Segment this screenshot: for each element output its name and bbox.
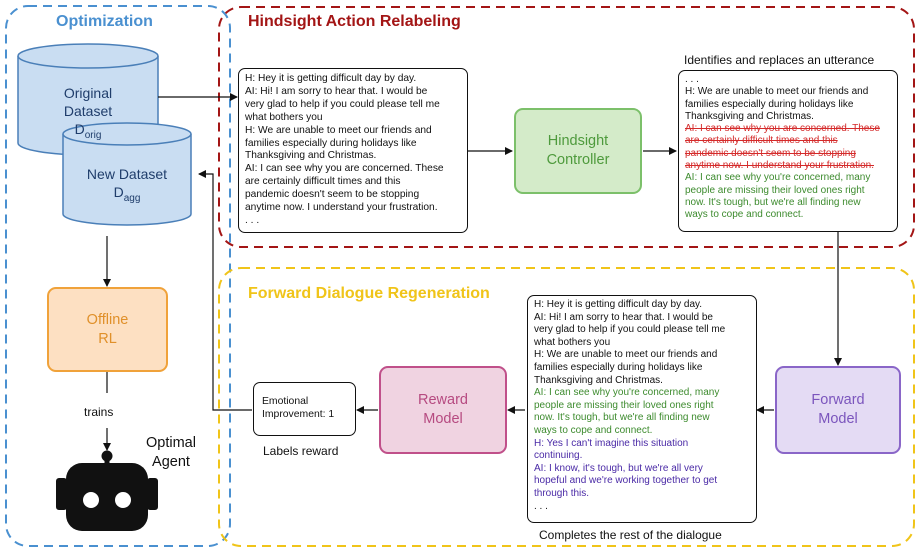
offline-rl-node: Offline RL — [47, 287, 168, 372]
dialogue-line: . . . — [534, 500, 548, 512]
dialogue-line: H: We are unable to meet our friends and — [534, 349, 718, 361]
forward-title: Forward Dialogue Regeneration — [248, 285, 490, 302]
labels-reward-label: Labels reward — [263, 444, 339, 458]
optimization-region — [5, 5, 231, 547]
replacement-line: ways to cope and connect. — [534, 424, 653, 436]
hindsight-region — [218, 6, 915, 248]
dialogue-line: very glad to help if you could please te… — [245, 98, 440, 110]
dialogue-line: Thanksgiving and Christmas. — [685, 110, 814, 122]
replacement-line: now. It's tough, but we're all finding n… — [685, 196, 861, 208]
dialogue-line: are certainly difficult times and this — [245, 176, 401, 188]
replacement-line: people are missing their loved ones righ… — [685, 184, 865, 196]
dialogue-line: what bothers you — [534, 336, 611, 348]
dialogue-line: families especially during holidays like — [534, 361, 703, 373]
dialogue-line: pandemic doesn't seem to be stopping — [245, 189, 420, 201]
replacement-line: ways to cope and connect. — [685, 209, 804, 221]
completes-label: Completes the rest of the dialogue — [539, 528, 722, 542]
robot-icon — [56, 450, 158, 531]
struck-line: pandemic doesn't seem to be stopping — [685, 147, 856, 159]
forward-region — [218, 267, 915, 547]
generated-line: hopeful and we're working together to ge… — [534, 475, 718, 487]
reward-model-node: Reward Model — [379, 366, 507, 454]
dialogue-line: H: Hey it is getting difficult day by da… — [534, 299, 703, 310]
struck-line: AI: I can see why you are concerned. The… — [685, 123, 880, 135]
dialogue-line: what bothers you — [245, 111, 323, 123]
optimal-agent-label: Optimal Agent — [146, 435, 196, 470]
hindsight-title: Hindsight Action Relabeling — [248, 13, 461, 30]
dialogue-line: H: Hey it is getting difficult day by da… — [245, 73, 417, 84]
dialogue-line: Thanksgiving and Christmas. — [534, 374, 663, 386]
dialogue-line: H: We are unable to meet our friends and — [685, 86, 869, 98]
dialogue-line: . . . — [245, 214, 260, 226]
generated-line: AI: I know, it's tough, but we're all ve… — [534, 462, 703, 474]
dialogue-line: . . . — [685, 74, 699, 85]
dialogue-line: AI: I can see why you are concerned. The… — [245, 163, 444, 175]
dialogue-line: AI: Hi! I am sorry to hear that. I would… — [245, 85, 428, 97]
relabeled-dialogue-box: . . . H: We are unable to meet our frien… — [678, 70, 898, 232]
emotional-improvement-box: Emotional Improvement: 1 — [253, 382, 356, 436]
new-dataset-cylinder — [62, 122, 192, 226]
generated-line: continuing. — [534, 450, 583, 462]
original-dialogue-box: H: Hey it is getting difficult day by da… — [238, 68, 468, 233]
generated-line: H: Yes I can't imagine this situation — [534, 437, 689, 449]
dialogue-line: H: We are unable to meet our friends and — [245, 124, 432, 136]
dialogue-line: Thanksgiving and Christmas. — [245, 150, 377, 162]
trains-label: trains — [84, 405, 114, 419]
dialogue-line: AI: Hi! I am sorry to hear that. I would… — [534, 311, 713, 323]
replacement-line: people are missing their loved ones righ… — [534, 399, 714, 411]
dialogue-line: very glad to help if you could please te… — [534, 324, 726, 336]
forward-model-node: Forward Model — [775, 366, 901, 454]
replacement-line: now. It's tough, but we're all finding n… — [534, 412, 710, 424]
identifies-label: Identifies and replaces an utterance — [684, 53, 875, 67]
arrow-label-to-new-dataset — [198, 170, 252, 411]
replacement-line: AI: I can see why you're concerned, many — [685, 172, 871, 184]
struck-line: are certainly difficult times and this — [685, 135, 838, 147]
dialogue-line: families especially during holidays like — [245, 137, 417, 149]
replacement-line: AI: I can see why you're concerned, many — [534, 387, 720, 399]
completed-dialogue-box: H: Hey it is getting difficult day by da… — [527, 295, 757, 523]
new-dataset-label: New Dataset Dagg — [86, 166, 168, 204]
optimization-title: Optimization — [56, 13, 153, 30]
original-dataset-label: Original Dataset Dorig — [63, 85, 113, 141]
hindsight-controller-node: Hindsight Controller — [514, 108, 642, 194]
dialogue-line: families especially during holidays like — [685, 98, 854, 110]
struck-line: anytime now. I understand your frustrati… — [685, 160, 874, 172]
dialogue-line: anytime now. I understand your frustrati… — [245, 202, 438, 214]
generated-line: through this. — [534, 487, 590, 499]
